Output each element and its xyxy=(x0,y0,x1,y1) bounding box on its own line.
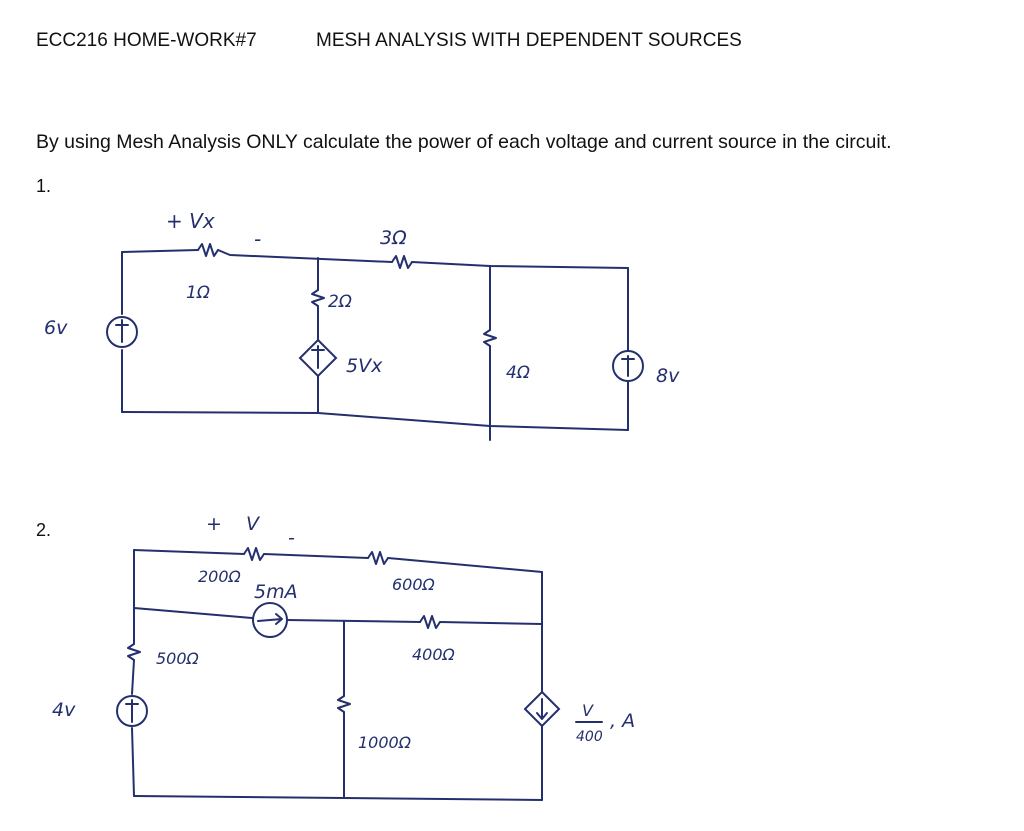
c1-top-wire-right xyxy=(411,261,629,269)
c1-resistor-1ohm xyxy=(197,243,219,257)
c1-r2-label: 2Ω xyxy=(328,292,352,312)
c2-resistor-400ohm xyxy=(419,615,441,629)
c2-r200-label: 200Ω xyxy=(198,567,242,586)
c1-resistor-3ohm xyxy=(391,255,413,269)
c2-r500-label: 500Ω xyxy=(156,649,200,668)
c2-v-label: V xyxy=(246,513,261,535)
c1-8v-polarity xyxy=(621,355,635,377)
c2-v-plus-label: + xyxy=(206,513,222,535)
homework-subtitle: MESH ANALYSIS WITH DEPENDENT SOURCES xyxy=(316,30,742,51)
c1-r4-label: 4Ω xyxy=(506,363,530,383)
c2-r400-label: 400Ω xyxy=(412,645,456,664)
c1-r1-label: 1Ω xyxy=(186,283,210,303)
c2-resistor-600ohm xyxy=(367,551,389,565)
problem-2-number: 2. xyxy=(36,520,52,540)
c2-left-branch-lower xyxy=(131,659,135,797)
c2-resistor-200ohm xyxy=(243,547,265,561)
c2-top-wire-mid xyxy=(263,553,369,559)
c2-v-minus-label: - xyxy=(288,527,295,549)
circuit-1: + Vx - 1Ω 2Ω 3Ω 4Ω 6v 8v 5Vx xyxy=(44,209,680,441)
c2-dep-arrow xyxy=(536,698,548,720)
c1-6v-polarity xyxy=(115,319,129,343)
c2-mid-wire-right xyxy=(286,619,421,623)
c1-top-wire-mid xyxy=(217,249,393,263)
c2-mid-wire-end xyxy=(439,621,543,625)
c1-r3-label: 3Ω xyxy=(380,227,407,249)
c2-resistor-1000ohm xyxy=(337,695,351,713)
c1-6v-label: 6v xyxy=(44,317,68,339)
c1-resistor-4ohm xyxy=(483,329,497,347)
problem-1-number: 1. xyxy=(36,176,52,196)
homework-title: ECC216 HOME-WORK#7 xyxy=(36,30,257,51)
c2-5ma-label: 5mA xyxy=(254,581,298,603)
c2-r1000-label: 1000Ω xyxy=(358,733,412,752)
c1-resistor-2ohm xyxy=(311,289,325,307)
c2-dep-numerator: V xyxy=(582,701,594,720)
c1-bottom-wire xyxy=(121,411,629,431)
circuit-2: + V - 200Ω 5mA 600Ω 500Ω 400Ω 1000Ω 4v V… xyxy=(52,513,635,801)
c2-top-wire-right xyxy=(387,557,543,573)
c1-top-wire-left xyxy=(121,249,199,253)
c1-dep-polarity xyxy=(311,345,325,369)
c2-4v-label: 4v xyxy=(52,699,76,721)
c2-dep-denominator: 400 xyxy=(576,729,603,745)
c1-8v-label: 8v xyxy=(656,365,680,387)
c1-vx-plus-label: + Vx xyxy=(166,209,215,233)
c2-top-wire-left xyxy=(133,549,245,555)
c2-r600-label: 600Ω xyxy=(392,575,436,594)
c2-dep-unit: , A xyxy=(610,710,635,732)
c2-current-arrow xyxy=(257,613,283,625)
c2-mid-wire-left xyxy=(133,607,253,619)
c2-bottom-wire xyxy=(133,795,543,801)
instruction-text: By using Mesh Analysis ONLY calculate th… xyxy=(36,131,892,153)
c1-vx-minus-label: - xyxy=(254,227,261,251)
c1-dep-source-label: 5Vx xyxy=(346,355,383,377)
c2-resistor-500ohm xyxy=(127,643,141,661)
c2-4v-polarity xyxy=(125,699,139,723)
